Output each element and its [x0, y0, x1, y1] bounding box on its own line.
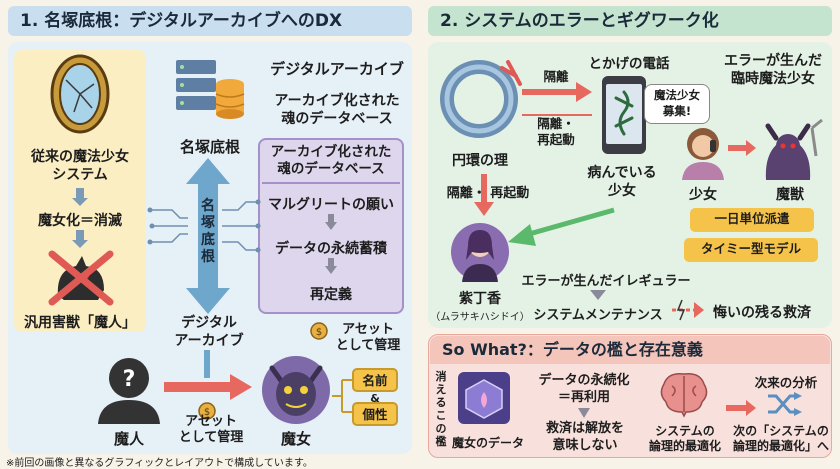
next-analysis-label: 次来の分析	[754, 375, 818, 390]
flow-arrow-2	[325, 258, 337, 274]
vertical-double-arrow	[186, 158, 230, 314]
sys-logic-label: システムの 論理的最適化	[648, 424, 721, 453]
bracket-line	[332, 379, 352, 413]
generic-beast-label: 汎用害獣「魔人」	[24, 315, 136, 331]
arrow-to-witch	[164, 374, 252, 400]
error-born-label: エラーが生んだ 臨時魔法少女	[724, 53, 822, 87]
brain-icon	[660, 372, 708, 418]
broken-mirror-icon	[50, 54, 110, 134]
nazuka-label: 名塚底根	[179, 138, 240, 156]
murasaki-reading: （ムラサキハシドイ）	[430, 312, 530, 323]
crossed-beast-icon	[48, 250, 114, 306]
archived-soul-top: アーカイブ化された 魂のデータベース	[274, 93, 400, 127]
timee-model-pill: タイミー型モデル	[684, 238, 818, 262]
recruit-bubble	[644, 84, 710, 124]
data-cube-icon	[458, 372, 510, 424]
witchify-label: 魔女化＝消滅	[38, 213, 122, 229]
arrow-down-1	[72, 188, 88, 206]
beast-icon	[765, 118, 823, 180]
girl-on-phone-icon	[682, 128, 724, 180]
arrow-green-diagonal	[508, 207, 615, 246]
coin-icon-bottom: $	[198, 402, 216, 420]
majo-label: 魔女	[280, 430, 311, 448]
beast-label: 魔獣	[776, 187, 804, 203]
digital-archive-title: デジタルアーカイブ	[270, 60, 404, 78]
lizard-phone-label: とかげの電話	[588, 56, 670, 72]
archive-db-title: アーカイブ化された 魂のデータベース	[270, 144, 392, 177]
arrow-isolation-restart	[522, 114, 592, 116]
isolation-restart-label-2: 隔離・ 再起動	[446, 186, 530, 201]
arrow-down-red	[474, 174, 494, 216]
witch-data-label: 魔女のデータ	[452, 436, 525, 450]
enkan-label: 円環の理	[452, 153, 508, 169]
personality-tag: 個性	[352, 402, 398, 426]
murasaki-label: 紫丁香	[459, 291, 501, 307]
flow-permanent: データの永続蓄積	[275, 241, 387, 257]
footnote: ※前回の画像と異なるグラフィックとレイアウトで構成しています。	[6, 458, 313, 469]
lightning-arrow	[672, 299, 704, 321]
murasaki-avatar	[451, 223, 509, 282]
phone-lizard-icon	[602, 76, 646, 154]
svg-text:$: $	[204, 407, 210, 418]
archive-divider	[262, 182, 400, 184]
coin-icon: $	[310, 322, 328, 340]
asset-managed-bottom: アセット として管理	[178, 414, 244, 445]
circuit-lines	[147, 199, 261, 253]
vertical-nazuka-label: 名 塚 底 根	[201, 198, 215, 265]
name-tag: 名前	[352, 368, 398, 392]
amp-label: &	[370, 392, 380, 405]
flow-redefine: 再定義	[310, 287, 352, 303]
arrow-isolation	[522, 82, 592, 102]
arrow-down-small	[578, 408, 590, 418]
shuffle-icon	[768, 392, 802, 416]
isolation-restart-label-1: 隔離・ 再起動	[537, 116, 575, 147]
isolation-label-1: 隔離	[543, 69, 569, 84]
sowhat-vertical: 消 え る こ の 檻	[435, 370, 447, 448]
sick-girl-label: 病んでいる 少女	[587, 165, 657, 199]
witch-monster-icon	[262, 356, 330, 424]
arrow-down-gray	[590, 290, 606, 300]
regret-label: 悔いの残る救済	[713, 305, 811, 321]
svg-text:$: $	[316, 327, 322, 338]
right-header: 2. システムのエラーとギグワーク化	[428, 6, 832, 36]
salvation-label: 救済は解放を 意味しない	[545, 421, 624, 453]
next-logic-label: 次の「システムの 論理的最適化」へ	[732, 424, 829, 453]
recruit-bubble-text: 魔法少女 募集!	[654, 88, 700, 118]
asset-managed-right: アセット として管理	[335, 322, 401, 353]
flow-arrow-1	[325, 214, 337, 230]
error-irregular-label: エラーが生んだイレギュラー	[521, 274, 691, 289]
girl-label: 少女	[689, 187, 717, 203]
old-system-label: 従来の魔法少女 システム	[31, 149, 129, 183]
enkan-ring-icon	[440, 60, 522, 138]
arrow-down-2	[72, 230, 88, 248]
database-server-icon	[176, 60, 245, 119]
majin-label: 魔人	[113, 430, 144, 448]
permanent-label: データの永続化 ＝再利用	[538, 373, 630, 405]
archive-connector	[204, 350, 210, 378]
svg-text:?: ?	[123, 367, 136, 392]
maintenance-label: システムメンテナンス	[533, 308, 663, 323]
sowhat-header: So What?：データの檻と存在意義	[430, 336, 830, 364]
arrow-to-next	[726, 400, 756, 416]
day-dispatch-pill: 一日単位派遣	[690, 208, 814, 232]
arrow-girl-beast	[728, 140, 756, 156]
left-header: 1. 名塚底根：デジタルアーカイブへのDX	[8, 6, 412, 36]
digital-archive-bottom: デジタル アーカイブ	[174, 315, 244, 349]
majin-silhouette-icon: ?	[98, 358, 160, 424]
flow-marguerite: マルグリートの願い	[268, 197, 394, 213]
